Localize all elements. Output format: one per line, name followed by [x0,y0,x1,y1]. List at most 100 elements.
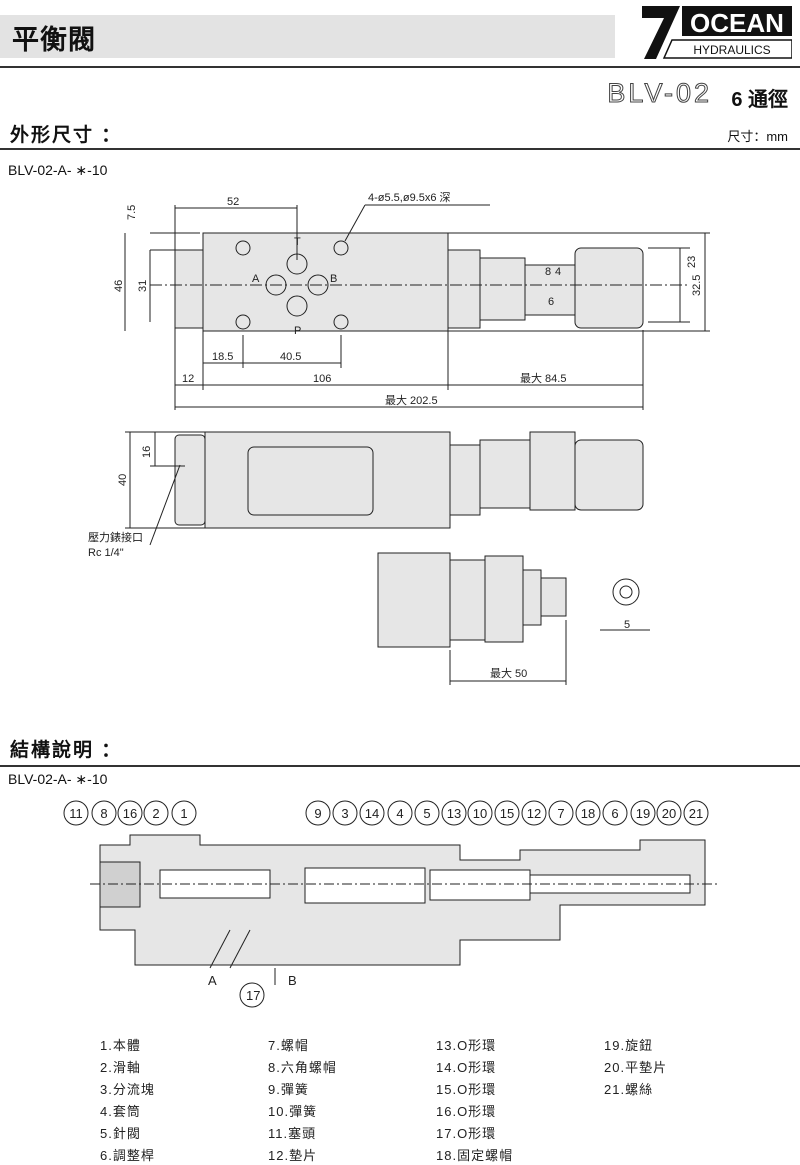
balloon-number: 5 [423,806,430,821]
bore-size: 6 通徑 [731,89,788,111]
balloon-number: 19 [636,806,650,821]
balloon-circle [656,800,682,826]
balloon-circle [332,800,358,826]
dim-18-5: 18.5 [212,351,233,363]
part-item: 18.固定螺帽 [436,1148,514,1163]
balloon-number: 1 [180,806,187,821]
port-A: A [252,273,260,285]
part-item: 10.彈簧 [268,1104,318,1119]
part-item: 19.旋鈕 [604,1038,654,1053]
dim-23: 23 [686,256,698,268]
dim-106: 106 [313,373,331,385]
part-item: 2.滑軸 [100,1060,141,1075]
dim-16: 16 [141,446,153,458]
balloon-number: 8 [100,806,107,821]
logo-text: OCEAN [690,8,784,38]
dim-max-84-5: 最大 84.5 [520,371,566,385]
divider [0,66,800,68]
balloon-number: 7 [557,806,564,821]
title-bar [0,15,615,58]
divider [0,148,800,150]
parts-col-3: 13.O形環 14.O形環 15.O形環 16.O形環 17.O形環 18.固定螺帽 [436,1035,513,1165]
divider [0,765,800,767]
balloon-number: 21 [689,806,703,821]
balloon-circle [521,800,547,826]
dim-12: 12 [182,373,194,385]
part-item: 17.O形環 [436,1126,497,1141]
outline-drawing: 52 7.5 4-ø5.5,ø9.5x6 深 T A B P 46 31 23 … [88,191,710,685]
dim-holes: 4-ø5.5,ø9.5x6 深 [368,191,451,204]
port-A-label: A [208,973,217,988]
gauge-port-thread: Rc 1/4" [88,547,124,559]
port-B-label: B [288,973,297,988]
balloon-number: 14 [365,806,379,821]
balloon-circle [117,800,143,826]
balloon-circle [305,800,331,826]
part-item: 1.本體 [100,1038,141,1053]
part-item: 11.塞頭 [268,1126,317,1141]
port-P: P [294,325,301,337]
balloon-circle [143,800,169,826]
balloon-number: 16 [123,806,137,821]
part-item: 4.套筒 [100,1104,141,1119]
dim-max-50: 最大 50 [490,666,527,680]
part-item: 7.螺帽 [268,1038,309,1053]
balloon-circle [441,800,467,826]
dim-40: 40 [117,474,129,486]
part-item: 15.O形環 [436,1082,497,1097]
structure-heading: 結構說明 ： [10,740,123,761]
parts-col-1: 1.本體 2.滑軸 3.分流塊 4.套筒 5.針閥 6.調整桿 [100,1035,155,1165]
balloon-circle [683,800,709,826]
outline-heading: 外形尺寸 ： [10,125,123,146]
balloon-circle [494,800,520,826]
part-item: 14.O形環 [436,1060,497,1075]
balloon-number: 18 [581,806,595,821]
part-item: 12.墊片 [268,1148,318,1163]
balloon-circle [414,800,440,826]
balloon-circle [575,800,601,826]
balloon-number: 6 [611,806,618,821]
scale-6: 6 [548,296,554,308]
balloon-number: 20 [662,806,676,821]
dim-5: 5 [624,619,630,631]
logo-subtext: HYDRAULICS [693,43,770,57]
balloon-17: 17 [246,988,260,1003]
scale-8: 8 [545,266,551,278]
page-title: 平衡閥 [12,25,96,55]
model-title: BLV-02 [607,78,712,109]
balloon-circle [467,800,493,826]
balloon-circle [548,800,574,826]
balloon-circle [91,800,117,826]
dim-40-5: 40.5 [280,351,301,363]
unit-label: 尺寸：mm [727,129,788,144]
part-item: 20.平墊片 [604,1060,668,1075]
balloon-number: 2 [152,806,159,821]
port-T: T [294,236,301,248]
balloon-number: 13 [447,806,461,821]
dim-31: 31 [137,280,149,292]
part-item: 21.螺絲 [604,1082,654,1097]
balloon-circle [171,800,197,826]
balloon-circle [359,800,385,826]
part-item: 6.調整桿 [100,1148,155,1163]
balloon-number: 15 [500,806,514,821]
part-item: 3.分流塊 [100,1082,155,1097]
balloon-circle [63,800,89,826]
model-code: BLV-02-A- ∗-10 [8,162,108,178]
parts-col-4: 19.旋鈕 20.平墊片 21.螺絲 [604,1035,667,1101]
part-item: 13.O形環 [436,1038,497,1053]
dim-32-5: 32.5 [691,275,703,296]
dim-52: 52 [227,196,239,208]
balloon-number: 9 [314,806,321,821]
port-B: B [330,273,337,285]
balloon-circle [387,800,413,826]
dim-max-202-5: 最大 202.5 [385,393,438,407]
structure-model-code: BLV-02-A- ∗-10 [8,771,108,787]
part-item: 16.O形環 [436,1104,497,1119]
part-item: 8.六角螺帽 [268,1060,337,1075]
part-item: 5.針閥 [100,1126,141,1141]
dim-7-5: 7.5 [126,205,138,220]
